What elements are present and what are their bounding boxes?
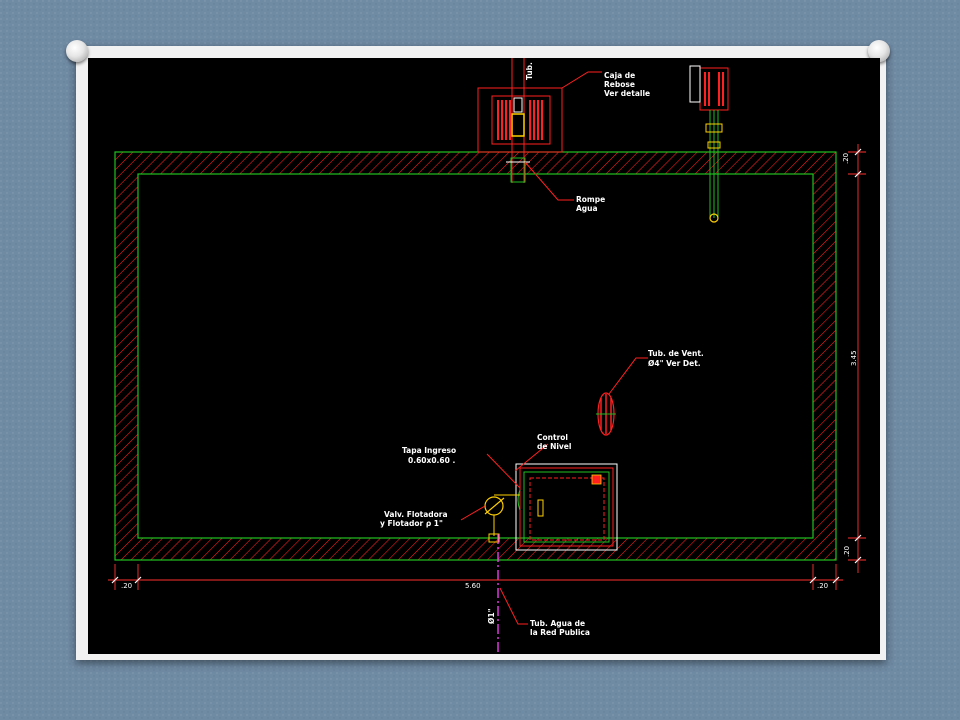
- label-caja-rebose-3: Ver detalle: [604, 89, 650, 98]
- label-tapa-ingreso-2: 0.60x0.60 .: [408, 456, 455, 465]
- label-pipe-diameter: Ø1": [487, 608, 496, 624]
- dimension-ticks: [111, 148, 862, 584]
- label-rompe-agua-1: Rompe: [576, 195, 605, 204]
- label-tub-agua-2: la Red Publica: [530, 628, 590, 637]
- dim-right-bottom: .20: [843, 546, 851, 557]
- vent-pipe-marker: [596, 357, 648, 436]
- tank-wall: [114, 151, 837, 561]
- cad-drawing: .20 5.60 .20 .20 3.45 .20 Tub. Caja de R…: [88, 58, 880, 654]
- label-rompe-agua-2: Agua: [576, 204, 598, 213]
- label-valv-flotadora-1: Valv. Flotadora: [384, 510, 448, 519]
- label-control-nivel-1: Control: [537, 433, 568, 442]
- dimension-lines: [108, 144, 866, 590]
- label-tub-vent-1: Tub. de Vent.: [648, 349, 704, 358]
- access-hatch: [515, 463, 618, 551]
- label-tub-agua-1: Tub. Agua de: [530, 619, 585, 628]
- dim-bottom-right: .20: [817, 582, 828, 590]
- dim-bottom-left: .20: [121, 582, 132, 590]
- dim-right-middle: 3.45: [850, 350, 858, 366]
- leader-lines: [460, 71, 602, 625]
- label-tub-vent-2: Ø4" Ver Det.: [648, 359, 701, 368]
- vent-pipe-top: [689, 65, 729, 223]
- label-tapa-ingreso-1: Tapa Ingreso: [402, 446, 456, 455]
- overflow-box: [477, 58, 563, 183]
- dim-bottom-middle: 5.60: [465, 582, 481, 590]
- label-valv-flotadora-2: y Flotador ρ 1": [380, 519, 443, 528]
- dim-right-top: .20: [842, 153, 850, 164]
- label-tub-top: Tub.: [525, 62, 534, 80]
- label-control-nivel-2: de Nivel: [537, 442, 571, 451]
- pin-right: [868, 40, 890, 62]
- pin-left: [66, 40, 88, 62]
- label-caja-rebose-1: Caja de: [604, 71, 635, 80]
- label-caja-rebose-2: Rebose: [604, 80, 635, 89]
